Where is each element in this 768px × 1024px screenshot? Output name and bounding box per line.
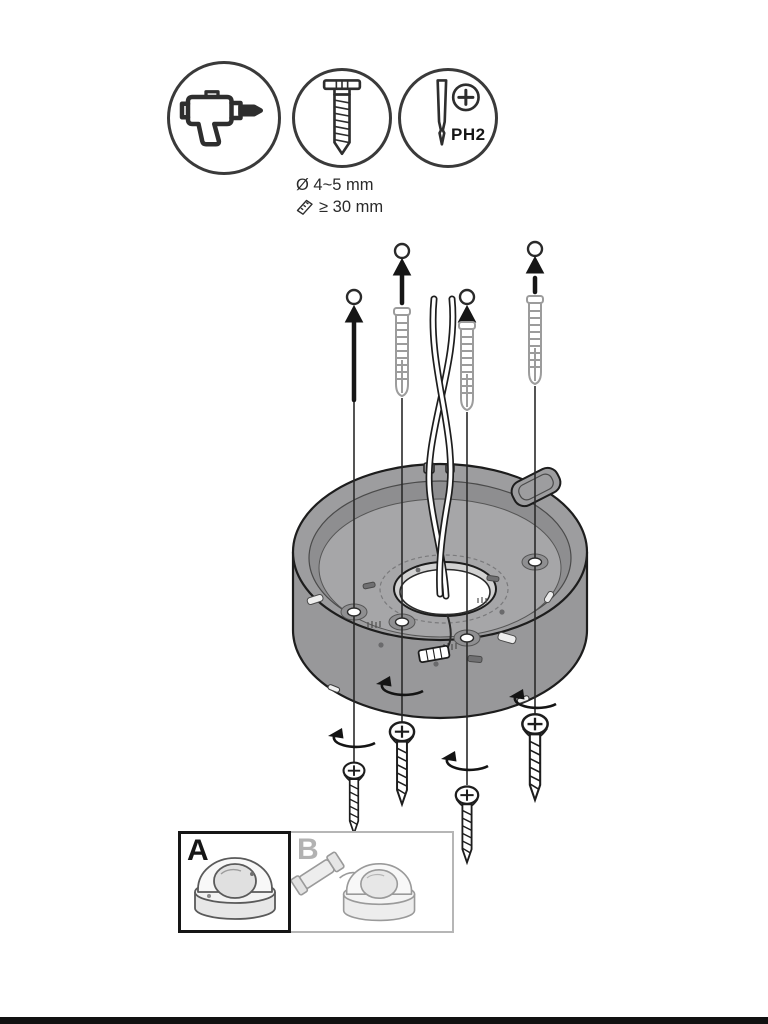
mounting-screw-icon: [322, 79, 362, 156]
phillips-bit-icon: [436, 79, 480, 146]
pilot-hole-marker: [345, 288, 363, 306]
drill-tool-badge: [167, 61, 281, 175]
variant-a-panel: A: [178, 831, 291, 933]
pilot-hole-markers: [345, 240, 544, 306]
tapping-screw: [342, 761, 366, 835]
camera-variant-b-illustration: [291, 851, 416, 922]
rim-tab: [510, 466, 562, 508]
hole-depth-text: ≥ 30 mm: [319, 197, 384, 216]
pilot-hole-marker: [526, 240, 544, 258]
insert-arrows: [344, 255, 545, 403]
screw-tool-badge: [292, 68, 392, 168]
rotation-arrow: [326, 726, 377, 749]
camera-variant-a-illustration: [194, 857, 276, 920]
footer-bar: [0, 1017, 768, 1024]
wall-anchor: [526, 295, 544, 385]
alignment-lines: [353, 386, 536, 785]
rotation-arrow: [439, 749, 490, 772]
ph2-size-label: PH2: [451, 125, 486, 144]
variant-b-label: B: [297, 833, 319, 866]
tapping-screw: [388, 721, 416, 806]
pilot-hole-marker: [393, 242, 411, 260]
hole-depth-spec: ≥ 30 mm: [296, 196, 383, 218]
tapping-screw: [521, 713, 549, 802]
cable-connector: [417, 644, 451, 664]
pilot-hole-marker: [458, 288, 476, 306]
screwdriver-tool-badge: PH2: [398, 68, 498, 168]
wall-anchor: [393, 307, 411, 397]
tapping-screw: [454, 785, 480, 864]
drilling-specs: Ø 4~5 mm ≥ 30 mm: [296, 174, 383, 218]
variant-panels: A B: [178, 831, 454, 933]
wall-anchor: [458, 321, 476, 411]
depth-ruler-icon: [296, 199, 313, 215]
hole-diameter-spec: Ø 4~5 mm: [296, 174, 383, 196]
hole-diameter-text: Ø 4~5 mm: [296, 175, 374, 194]
drill-icon: [179, 90, 263, 147]
variant-a-label: A: [187, 834, 209, 867]
screw-bosses: [340, 553, 549, 647]
cable: [425, 295, 457, 600]
variant-b-panel: B: [289, 831, 454, 933]
